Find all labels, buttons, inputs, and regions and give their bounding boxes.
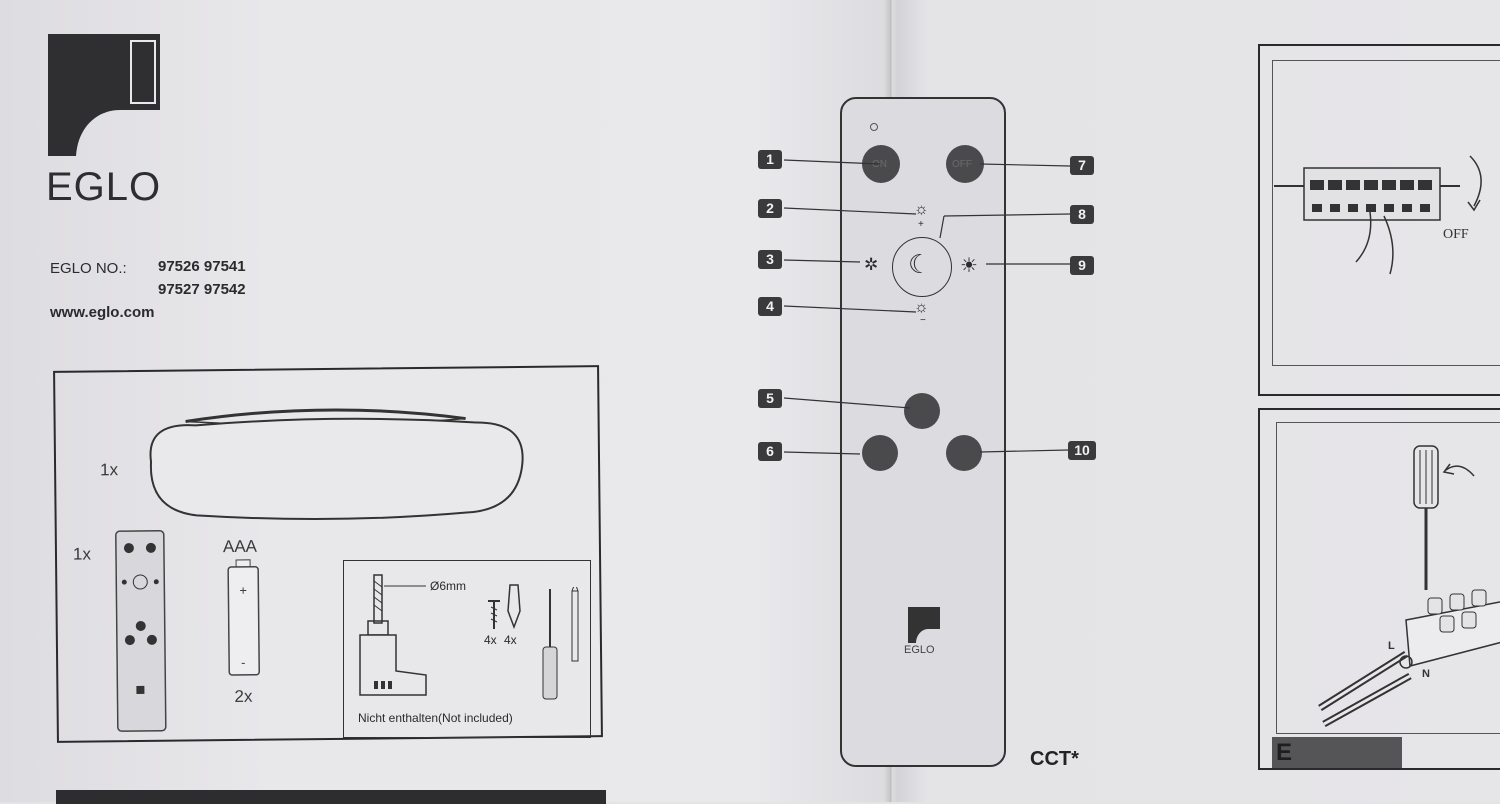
website-link: www.eglo.com bbox=[50, 304, 155, 321]
battery-icon bbox=[227, 559, 260, 676]
callout-10: 10 bbox=[1068, 441, 1096, 460]
callout-5: 5 bbox=[758, 389, 782, 408]
drill-size-leader-line bbox=[384, 585, 426, 587]
plug-quantity: 4x bbox=[504, 633, 517, 647]
off-button-label: OFF bbox=[952, 159, 972, 170]
battery-quantity: 2x bbox=[234, 686, 253, 706]
screw-quantity: 4x bbox=[484, 633, 497, 647]
step-switch-off-frame bbox=[1272, 60, 1500, 366]
button-5[interactable] bbox=[904, 393, 940, 429]
step-wiring-frame bbox=[1276, 422, 1500, 734]
screwdriver-wiring-icon bbox=[1318, 445, 1500, 728]
callout-4: 4 bbox=[758, 297, 782, 316]
off-button[interactable] bbox=[946, 145, 984, 183]
lamp-quantity: 1x bbox=[100, 460, 119, 480]
step-e-label: E bbox=[1276, 739, 1293, 766]
neutral-wire-label: N bbox=[1422, 668, 1430, 680]
model-number-label: EGLO NO.: bbox=[50, 260, 127, 277]
brightness-up-icon[interactable]: ☼ bbox=[914, 201, 929, 218]
remote-eglo-logo-icon bbox=[908, 607, 940, 643]
cct-variant-label: CCT* bbox=[1030, 748, 1079, 770]
battery-plus-sign: + bbox=[239, 582, 248, 598]
package-contents-box: 1x 1x AAA + - 2x bbox=[53, 365, 603, 743]
circuit-breaker-icon bbox=[1274, 155, 1482, 275]
callout-leader-lines bbox=[783, 159, 1071, 455]
warm-light-icon[interactable]: ✲ bbox=[864, 255, 879, 274]
ir-led-indicator bbox=[870, 123, 878, 131]
moon-icon: ☾ bbox=[908, 249, 932, 279]
model-numbers-line-2: 97527 97542 bbox=[158, 281, 246, 298]
model-numbers-line-1: 97526 97541 bbox=[158, 258, 246, 275]
callout-9: 9 bbox=[1070, 256, 1094, 275]
section-header-bar bbox=[56, 790, 606, 804]
brightness-down-minus: − bbox=[920, 315, 926, 326]
live-wire-label: L bbox=[1388, 640, 1395, 652]
brightness-up-plus: + bbox=[918, 219, 924, 230]
callout-6: 6 bbox=[758, 442, 782, 461]
callout-2: 2 bbox=[758, 199, 782, 218]
not-included-caption: Nicht enthalten(Not included) bbox=[358, 711, 513, 725]
night-mode-button[interactable] bbox=[892, 237, 952, 297]
callout-8: 8 bbox=[1070, 205, 1094, 224]
battery-minus-sign: - bbox=[241, 654, 246, 670]
button-10[interactable] bbox=[946, 435, 982, 471]
step-wiring-box: L N bbox=[1258, 408, 1500, 770]
screwdriver-and-pencil-icon bbox=[542, 587, 579, 700]
remote-control-diagram: ON OFF ☼ + ☾ ✲ ☀ ☼ − EGLO bbox=[840, 97, 1006, 767]
logo-wordmark: EGLO bbox=[46, 165, 162, 209]
drill-icon bbox=[359, 574, 427, 696]
drill-size-label: Ø6mm bbox=[430, 579, 466, 593]
battery-type: AAA bbox=[222, 536, 258, 557]
brightness-down-icon[interactable]: ☼ bbox=[914, 299, 929, 316]
remote-thumbnail-icon bbox=[115, 530, 167, 732]
not-included-tools-box: Ø6mm 4x 4x Nicht enthalten(Not included) bbox=[343, 560, 591, 738]
cool-light-icon[interactable]: ☀ bbox=[960, 255, 978, 277]
callout-3: 3 bbox=[758, 250, 782, 269]
step-switch-off-box bbox=[1258, 44, 1500, 396]
switch-off-label: OFF bbox=[1443, 227, 1469, 242]
ceiling-lamp-icon bbox=[149, 408, 524, 521]
button-6[interactable] bbox=[862, 435, 898, 471]
remote-brand-label: EGLO bbox=[904, 644, 935, 656]
callout-1: 1 bbox=[758, 150, 782, 169]
callout-7: 7 bbox=[1070, 156, 1094, 175]
remote-quantity: 1x bbox=[72, 544, 92, 564]
step-e-header-bar bbox=[1272, 737, 1402, 768]
screw-and-plug-icon bbox=[488, 584, 521, 630]
eglo-logo-icon bbox=[48, 34, 160, 156]
